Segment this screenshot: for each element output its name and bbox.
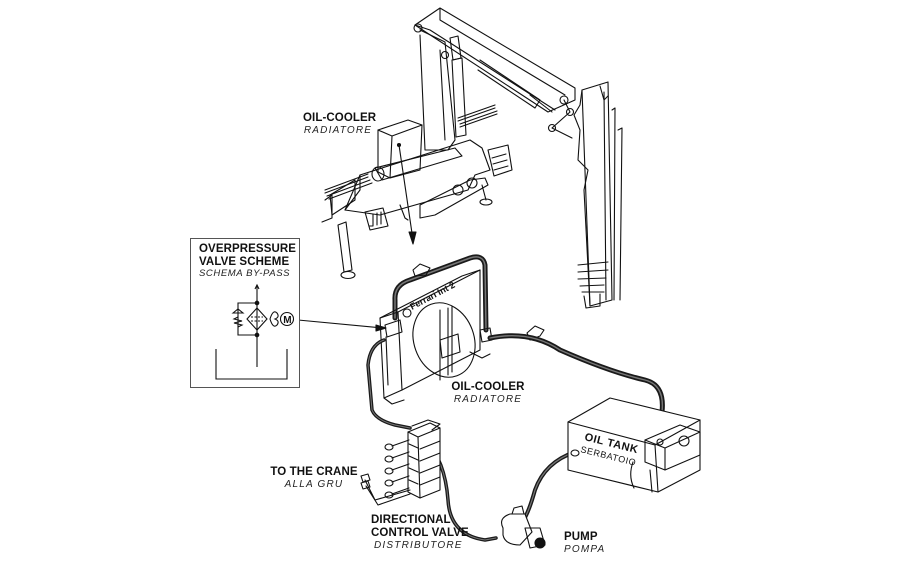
oil-tank — [567, 397, 701, 493]
arrow-scheme-to-cooler — [297, 319, 384, 329]
fan-opening — [412, 302, 476, 378]
label-pump-it: POMPA — [564, 544, 606, 556]
label-pump: PUMP POMPA — [564, 531, 605, 556]
lines-to-crane — [364, 479, 411, 506]
label-oil-cooler-main-it: RADIATORE — [453, 394, 523, 406]
label-valve-it: DISTRIBUTORE — [374, 540, 463, 552]
crane — [321, 7, 623, 309]
oil-cooler-unit — [297, 254, 545, 405]
directional-control-valve — [360, 419, 441, 506]
crane-column — [419, 29, 456, 151]
label-valve-en-line1: DIRECTIONAL — [371, 514, 451, 526]
bypass-schematic: M — [215, 283, 295, 380]
tank-filler-cap — [678, 435, 690, 447]
label-to-the-crane: TO THE CRANE ALLA GRU — [268, 466, 360, 491]
crane-left-leg — [337, 221, 353, 273]
hose-tank-to-pump — [520, 450, 577, 524]
motor-symbol — [279, 311, 295, 327]
fan-symbol — [269, 311, 279, 327]
overpressure-title-line2: VALVE SCHEME — [199, 256, 290, 269]
arrow-crane-to-cooler — [398, 144, 414, 241]
overpressure-title-line1: OVERPRESSURE — [199, 243, 297, 255]
crane-base — [344, 139, 491, 216]
label-to-crane-it: ALLA GRU — [284, 479, 344, 491]
label-oil-cooler-main: OIL-COOLER RADIATORE — [451, 381, 525, 406]
label-oil-cooler-top-en: OIL-COOLER — [303, 112, 377, 124]
overpressure-title-it: SCHEMA BY-PASS — [199, 268, 291, 280]
pump — [501, 505, 546, 549]
label-pump-en: PUMP — [564, 531, 598, 543]
motor-symbol-label: M — [283, 315, 291, 326]
overpressure-valve-scheme-panel: OVERPRESSURE VALVE SCHEME SCHEMA BY-PASS… — [190, 238, 300, 388]
label-oil-cooler-top: OIL-COOLER RADIATORE — [303, 112, 377, 137]
crane-extension-arm — [581, 81, 613, 307]
label-valve-en-line2: CONTROL VALVE — [371, 527, 469, 540]
crane-oil-cooler-box — [377, 119, 423, 179]
cooler-symbol — [246, 307, 268, 331]
crane-main-boom — [414, 7, 576, 113]
label-oil-cooler-main-en: OIL-COOLER — [451, 381, 525, 393]
fan-motor — [439, 333, 461, 359]
label-directional-control-valve: DIRECTIONAL CONTROL VALVE DISTRIBUTORE — [371, 514, 469, 552]
valve-levers — [384, 439, 410, 499]
cooler-inlet-fitting — [384, 319, 403, 338]
airflow-arrow-in — [412, 263, 431, 277]
label-oil-cooler-top-it: RADIATORE — [303, 125, 373, 137]
label-to-crane-en: TO THE CRANE — [270, 466, 358, 478]
